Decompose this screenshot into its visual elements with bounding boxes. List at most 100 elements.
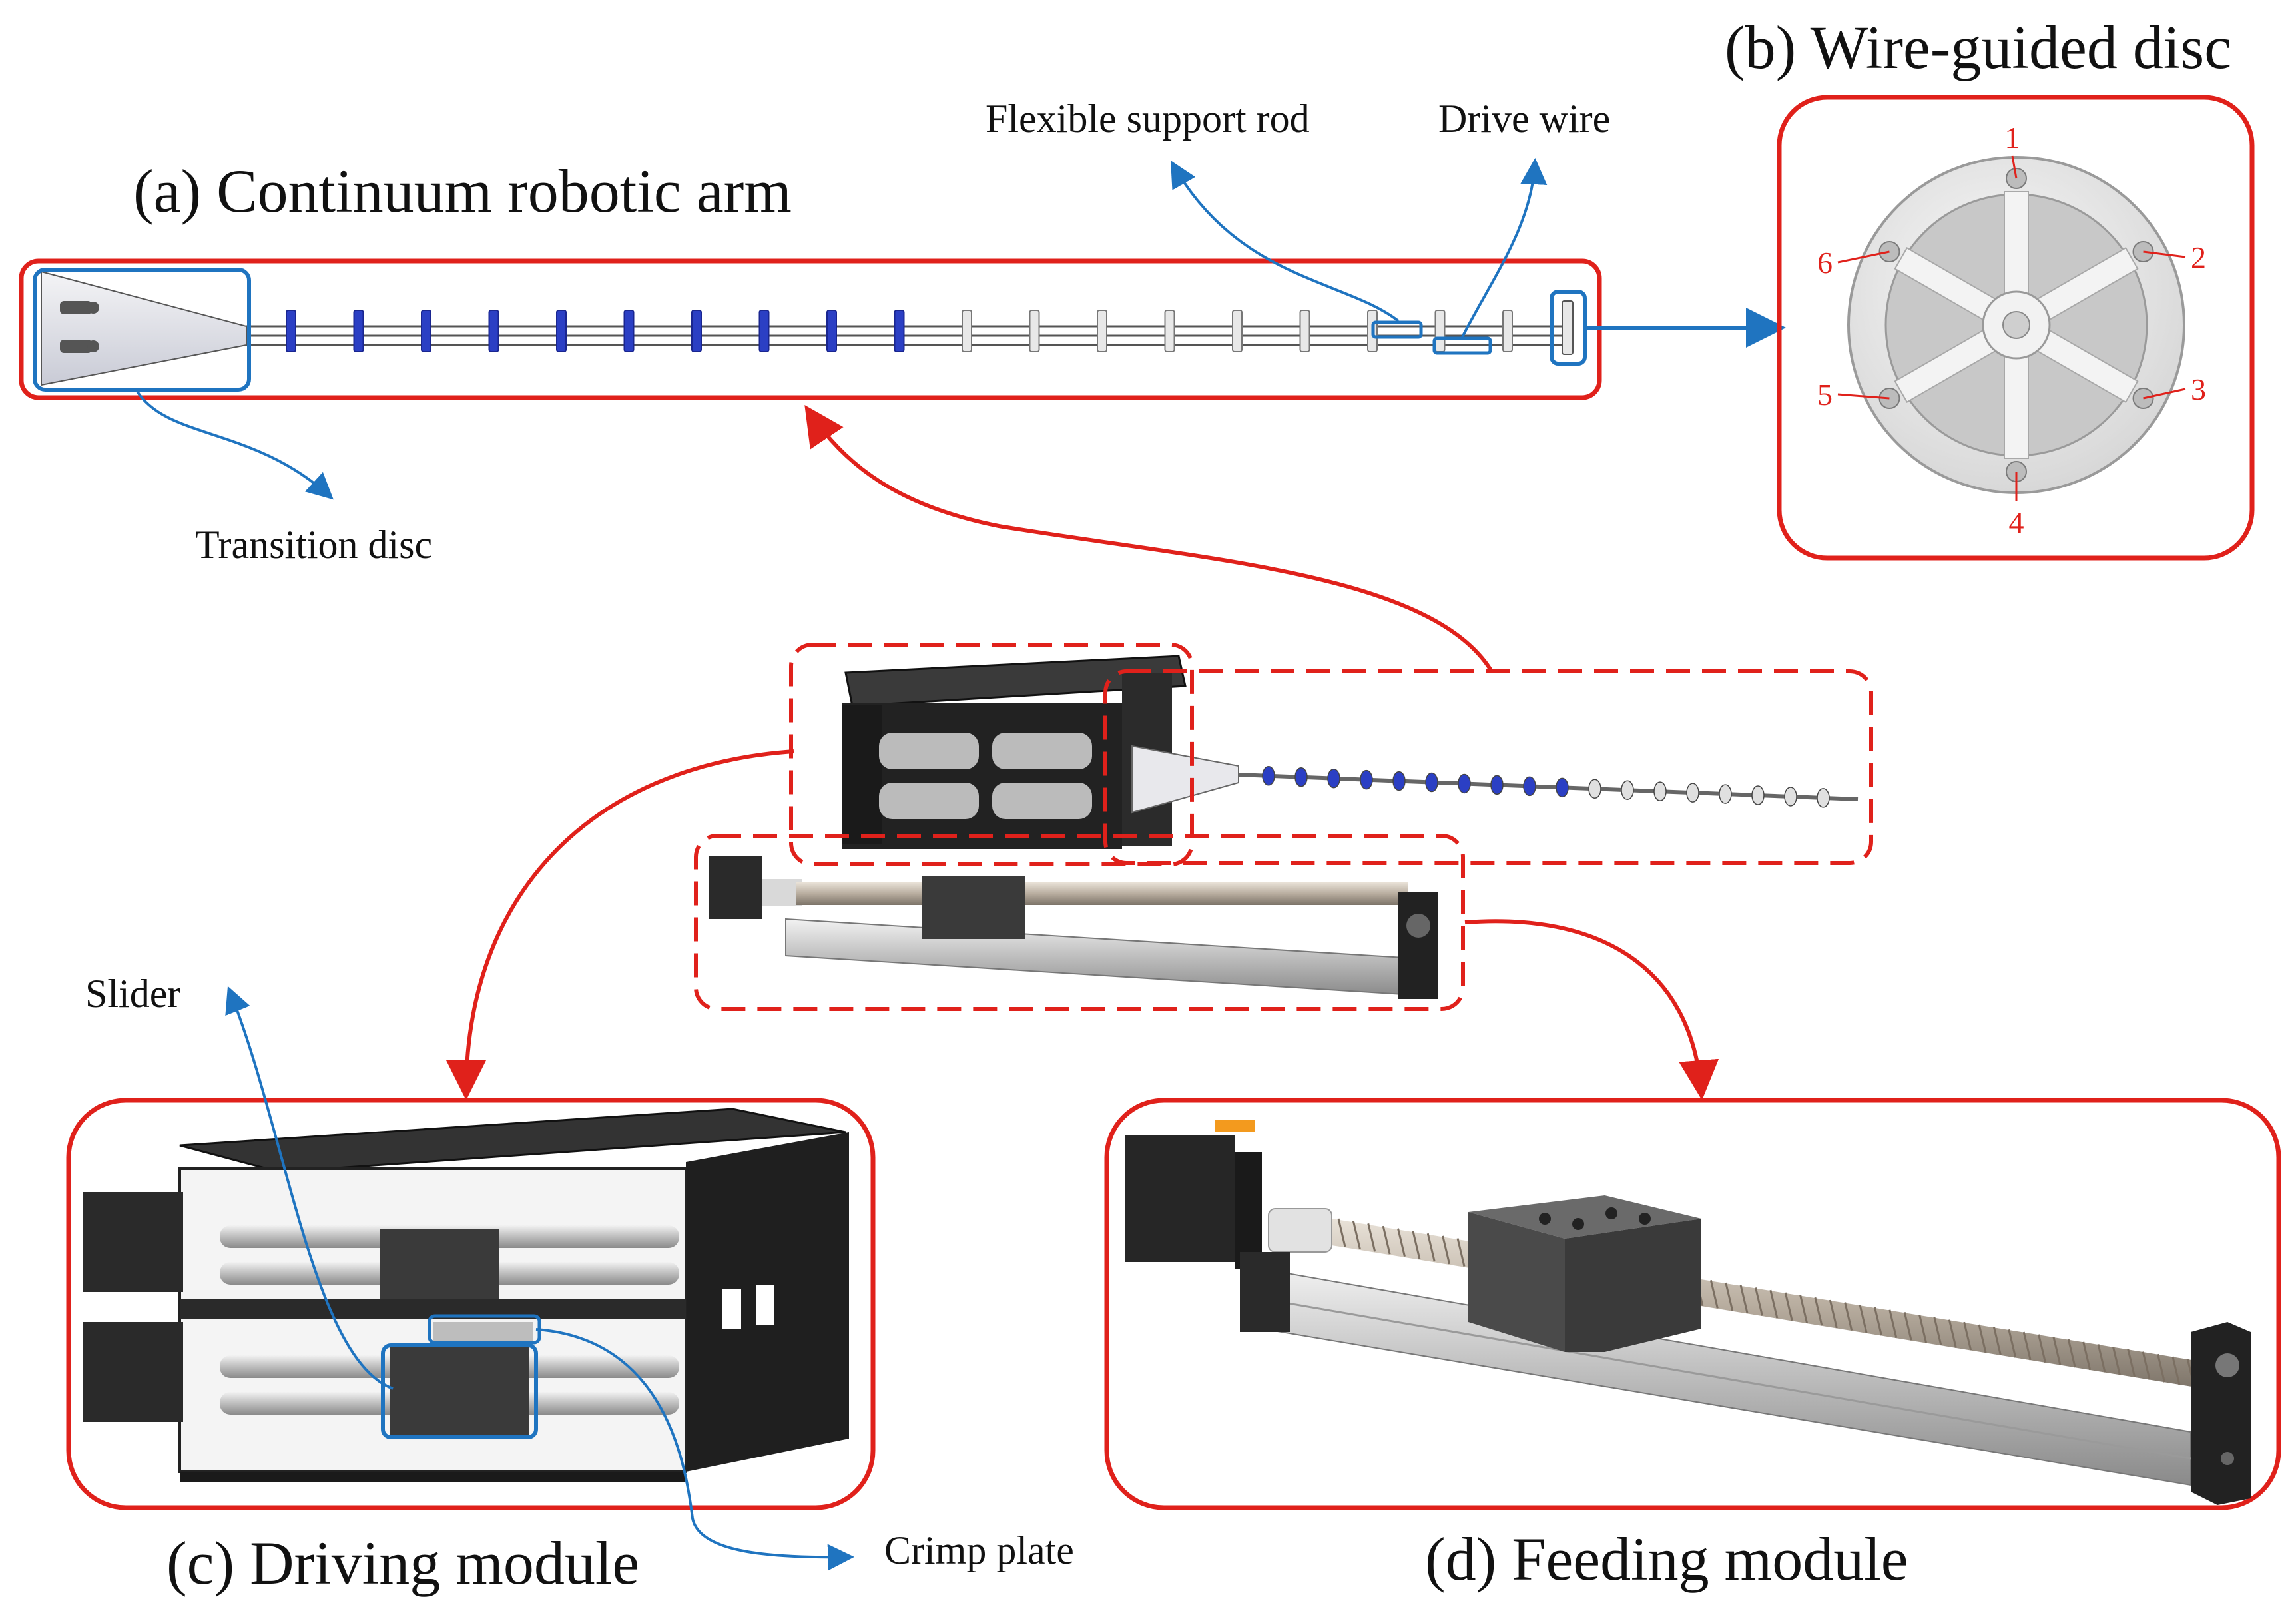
arm-disc-blue (826, 310, 837, 352)
screw-thread (2082, 1341, 2092, 1371)
small-arm-disc-blue (1360, 769, 1373, 790)
disc-frame (1777, 95, 2255, 561)
arm-disc-white (962, 310, 972, 352)
slider-callout-arrow (225, 986, 394, 1390)
crimp-plate-callout-arrow (535, 1328, 854, 1571)
label-drive-wire: Drive wire (1438, 97, 1610, 141)
disc-spokes (1894, 191, 2139, 459)
screw-thread (2142, 1351, 2151, 1380)
screw-thread (1397, 1228, 1406, 1257)
hole-leader-line (1837, 393, 1890, 400)
hole-number-label: 3 (2191, 372, 2206, 406)
screw-thread (1992, 1327, 2002, 1355)
screw-thread (1784, 1292, 1793, 1321)
screw-thread (1799, 1295, 1809, 1323)
driving-module-dash-frame (789, 643, 1194, 866)
assembly-to-driving-arrow (446, 749, 794, 1100)
small-arm-disc-blue (1458, 773, 1471, 794)
arm-disc-blue (556, 310, 567, 352)
arm-disc-white (1232, 310, 1243, 352)
drive-wire-callout-arrow (1461, 158, 1548, 338)
panel-driving-module (66, 1098, 876, 1510)
small-arm-disc-blue (1262, 766, 1275, 786)
screw-thread (1412, 1231, 1421, 1259)
screw-thread (2127, 1349, 2136, 1378)
transition-disc-highlight (33, 268, 251, 392)
screw-thread (2008, 1329, 2017, 1358)
feeding-module-dash-frame (694, 834, 1465, 1011)
small-arm-disc-white (1686, 783, 1699, 803)
label-slider: Slider (85, 972, 180, 1016)
small-arm-disc-blue (1294, 767, 1308, 787)
screw-thread (1739, 1285, 1749, 1314)
screw-thread (2022, 1331, 2032, 1361)
arm-disc-blue (353, 310, 364, 352)
transition-disc-callout-arrow (135, 389, 334, 500)
label-flexible-support-rod: Flexible support rod (986, 97, 1310, 141)
screw-thread (2067, 1339, 2076, 1368)
small-arm-disc-blue (1556, 777, 1569, 798)
screw-thread (1725, 1282, 1734, 1311)
arm-disc-blue (894, 310, 905, 352)
screw-thread (1456, 1238, 1466, 1267)
hole-number-label: 4 (2009, 505, 2024, 539)
screw-thread (1337, 1218, 1346, 1247)
screw-thread (1903, 1312, 1912, 1341)
small-arm-disc-blue (1425, 772, 1438, 793)
screw-thread (2097, 1344, 2106, 1373)
backbone-rods (246, 325, 1572, 346)
screw-thread (2171, 1356, 2181, 1385)
arm-disc-blue (488, 310, 499, 352)
title-continuum-arm: (a) Continuum robotic arm (133, 157, 792, 225)
arm-disc-blue (421, 310, 431, 352)
arm-disc-blue (286, 310, 296, 352)
small-arm-disc-white (1784, 787, 1797, 807)
screw-thread (1963, 1321, 1972, 1351)
screw-thread (1352, 1221, 1361, 1250)
screw-thread (1948, 1319, 1957, 1348)
small-arm-disc-white (1751, 785, 1765, 805)
disc-center-hole (2002, 311, 2030, 339)
disc-spoke (2004, 351, 2029, 459)
screw-thread (2112, 1346, 2121, 1375)
screw-thread (1442, 1235, 1451, 1265)
screw-thread (1426, 1233, 1436, 1262)
feeding-frame (1104, 1098, 2281, 1510)
screw-thread (1859, 1304, 1868, 1333)
small-arm-disc-blue (1327, 768, 1340, 789)
screw-thread (1709, 1280, 1719, 1309)
arm-dash-frame (1103, 669, 1873, 865)
assembly-to-feeding-arrow (1464, 919, 1719, 1100)
screw-thread (1978, 1324, 1987, 1353)
small-arm-disc-blue (1392, 771, 1406, 791)
arm-disc-group (286, 300, 1574, 355)
arm-disc-white (1299, 310, 1310, 352)
screw-thread (2157, 1353, 2165, 1383)
small-arm-disc-blue (1523, 776, 1536, 797)
arm-end-disc (1562, 300, 1574, 355)
arm-disc-white (1434, 310, 1446, 352)
arm-disc-blue (623, 310, 635, 352)
support-rod-highlight (1371, 320, 1423, 339)
assembly-to-arm-arrow (804, 405, 1494, 673)
hole-leader-line (2011, 155, 2018, 179)
panel-continuum-arm (19, 258, 1602, 400)
hole-leader-line (2143, 250, 2186, 258)
drive-wire-highlight (1432, 336, 1492, 355)
hole-number-label: 1 (2005, 121, 2020, 155)
screw-thread (1382, 1225, 1391, 1255)
small-arm-disc-white (1719, 784, 1732, 804)
hole-number-label: 2 (2191, 240, 2206, 274)
screw-thread (2052, 1337, 2062, 1365)
label-transition-disc: Transition disc (195, 523, 432, 567)
disc-spoke (2004, 191, 2029, 299)
transition-cone (41, 270, 247, 386)
support-rod-callout-arrow (1171, 161, 1400, 322)
screw-thread (1367, 1223, 1376, 1252)
slider-highlight (381, 1343, 538, 1439)
title-feeding-module: (d) Feeding module (1425, 1525, 1908, 1593)
small-arm-disc-white (1588, 779, 1601, 799)
